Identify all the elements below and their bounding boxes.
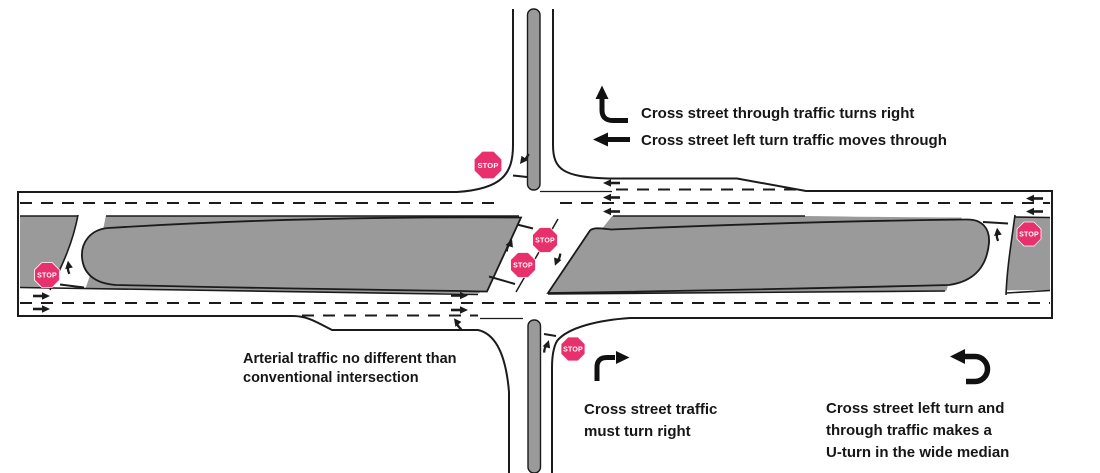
svg-text:U-turn in the wide median: U-turn in the wide median — [826, 444, 1009, 461]
median-island-right — [546, 218, 990, 294]
stop-sign: STOP — [1016, 221, 1042, 247]
u-turn-arrow-icon — [950, 349, 991, 385]
road-edge-west — [17, 9, 514, 473]
svg-text:STOP: STOP — [563, 347, 583, 354]
up-then-left-bend-arrow-icon — [595, 85, 628, 123]
stop-sign: STOP — [560, 336, 586, 362]
svg-text:STOP: STOP — [535, 238, 555, 245]
right-turn-arrow-icon — [594, 351, 630, 381]
road-edge-east — [551, 9, 1053, 473]
median-island-left — [81, 216, 523, 293]
svg-text:must turn right: must turn right — [584, 423, 691, 440]
lane-lines — [20, 188, 1050, 317]
cross-street-median-strip-bottom — [527, 319, 542, 473]
u-turn-note: Cross street left turn and through traff… — [826, 349, 1009, 461]
svg-text:conventional intersection: conventional intersection — [243, 370, 419, 386]
svg-text:through traffic makes a: through traffic makes a — [826, 422, 993, 439]
svg-text:STOP: STOP — [1019, 232, 1039, 239]
svg-text:STOP: STOP — [477, 161, 498, 170]
svg-text:STOP: STOP — [37, 273, 57, 280]
svg-text:Cross street traffic: Cross street traffic — [584, 401, 717, 418]
stop-sign: STOP — [510, 252, 536, 278]
legend-item-label: Cross street through traffic turns right — [641, 105, 914, 122]
stop-sign: STOP — [532, 227, 558, 253]
legend-item-label: Cross street left turn traffic moves thr… — [641, 132, 947, 149]
svg-text:Cross street left turn and: Cross street left turn and — [826, 400, 1004, 417]
svg-text:STOP: STOP — [513, 263, 533, 270]
road-edges — [17, 9, 1053, 473]
stop-sign: STOP — [34, 262, 60, 288]
stop-signs: STOP STOP STOP STOP STOP STOP — [34, 150, 1042, 362]
uturn-right-outer-border — [1005, 214, 1016, 296]
right-turn-note: Cross street traffic must turn right — [584, 351, 717, 440]
cross-street-median-strip-top — [526, 8, 541, 191]
svg-text:Arterial traffic no different: Arterial traffic no different than — [243, 351, 457, 367]
left-arrow-icon — [593, 132, 630, 147]
legend: Cross street through traffic turns right… — [593, 85, 947, 149]
stop-bars — [59, 174, 1009, 337]
stop-sign: STOP — [473, 150, 503, 180]
arterial-note: Arterial traffic no different than conve… — [243, 351, 457, 386]
